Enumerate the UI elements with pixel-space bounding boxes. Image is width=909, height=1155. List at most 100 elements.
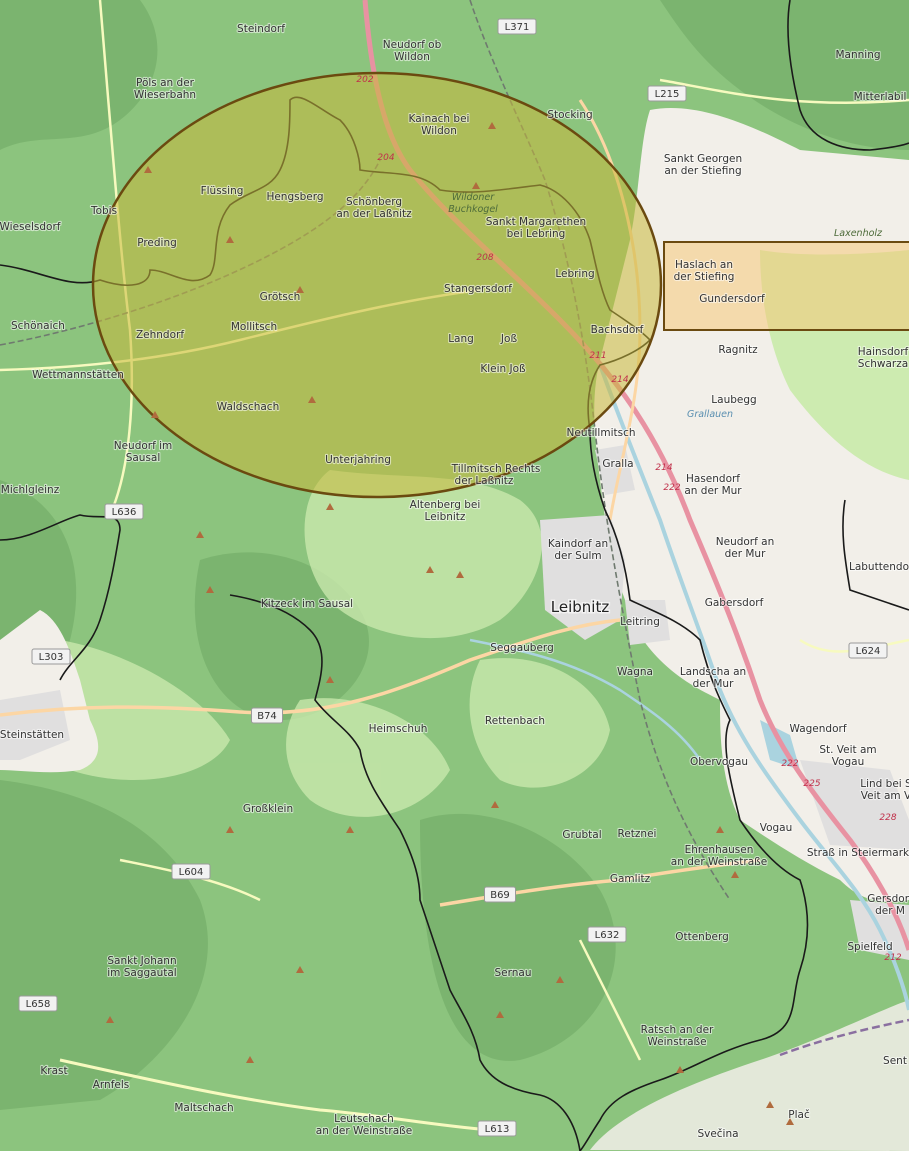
road-shield-label: L613 xyxy=(485,1124,510,1135)
border-e xyxy=(842,499,909,611)
place-label: Bachsdorf xyxy=(591,324,644,336)
place-label: Wagendorf xyxy=(789,723,846,735)
place-label: der M xyxy=(875,905,905,917)
place-label: Tillmitsch Rechts xyxy=(451,463,541,475)
place-label: Wagna xyxy=(617,666,653,678)
road-shield-label: L658 xyxy=(26,999,51,1010)
sulm-river xyxy=(469,638,702,761)
place-label: Vogau xyxy=(760,822,793,834)
peak-icon xyxy=(226,826,234,833)
leibnitz-area xyxy=(540,515,625,640)
place-label: Arnfels xyxy=(93,1079,130,1091)
place-label: Weinstraße xyxy=(647,1036,706,1048)
road-shield-label: L632 xyxy=(595,930,620,941)
motorway-ref: 225 xyxy=(803,779,820,789)
place-label: Wieselsdorf xyxy=(0,221,61,233)
place-label: Ottenberg xyxy=(675,931,729,943)
place-label: Leitring xyxy=(620,616,660,628)
road-shield: L658 xyxy=(18,995,58,1012)
place-label: Sankt Margarethen xyxy=(486,216,586,228)
place-label: Klein Joß xyxy=(480,363,526,375)
place-label: Neutillmitsch xyxy=(567,427,636,439)
place-label: Sankt Georgen xyxy=(664,153,742,165)
place-label: Leutschach xyxy=(334,1113,394,1125)
place-label: Kainach bei xyxy=(409,113,470,125)
peak-icon xyxy=(326,676,334,683)
place-label: Lang xyxy=(448,333,474,345)
peak-icon xyxy=(346,826,354,833)
place-label: Wieserbahn xyxy=(134,89,196,101)
nature-label: Wildoner xyxy=(452,192,495,203)
place-label: im Saggautal xyxy=(107,967,176,979)
motorway-ref: 212 xyxy=(884,953,901,963)
peak-icon xyxy=(556,976,564,983)
peak-icon xyxy=(456,571,464,578)
highlight-rectangle[interactable] xyxy=(663,241,909,331)
road-shield: B74 xyxy=(251,707,283,724)
motorway-ref: 202 xyxy=(356,75,373,85)
forest-patch xyxy=(0,0,158,150)
place-label: Maltschach xyxy=(174,1102,233,1114)
place-label: Michlgleinz xyxy=(1,484,60,496)
place-label: Steinstätten xyxy=(0,729,64,741)
municipality-border xyxy=(229,594,581,1152)
peak-icon xyxy=(426,566,434,573)
road-shield: L624 xyxy=(848,642,888,659)
nature-label: Grallauen xyxy=(687,409,733,420)
peak-icon xyxy=(786,1118,794,1125)
forest-patch xyxy=(0,780,208,1110)
place-label: Retznei xyxy=(618,828,657,840)
place-label: Hengsberg xyxy=(266,191,323,203)
place-label: Ratsch an der xyxy=(641,1024,714,1036)
peak-icon xyxy=(326,503,334,510)
national-border xyxy=(779,1018,909,1057)
road-shield: L604 xyxy=(171,863,211,880)
place-label: Grubtal xyxy=(562,829,601,841)
peak-icon xyxy=(488,122,496,129)
road-shield-box xyxy=(484,886,516,903)
highlight-ellipse[interactable] xyxy=(91,71,663,499)
place-label: Gabersdorf xyxy=(705,597,764,609)
gralla-area xyxy=(595,445,635,495)
place-label: Leibnitz xyxy=(425,511,466,523)
place-label: der Mur xyxy=(725,548,766,560)
place-label: Lind bei S xyxy=(860,778,909,790)
place-label: Svečina xyxy=(697,1128,738,1140)
place-label: Unterjahring xyxy=(325,454,391,466)
place-label: Joß xyxy=(500,333,518,345)
road-shield-box xyxy=(18,995,58,1012)
place-label: Heimschuh xyxy=(369,723,428,735)
leitring-area xyxy=(625,600,670,645)
place-label: an der Weinstraße xyxy=(316,1125,412,1137)
place-label: Schwarza xyxy=(858,358,908,370)
strass-area xyxy=(800,760,909,850)
peak-icon xyxy=(226,236,234,243)
place-label: an der Stiefing xyxy=(664,165,741,177)
place-label: Manning xyxy=(835,49,880,61)
place-label: an der Laßnitz xyxy=(336,208,412,220)
place-label: der Mur xyxy=(693,678,734,690)
place-label: Gundersdorf xyxy=(699,293,765,305)
place-label: Stocking xyxy=(547,109,592,121)
motorway-ref: 208 xyxy=(476,253,493,263)
place-label: Wettmannstätten xyxy=(32,369,124,381)
road-shield-box xyxy=(477,1120,517,1137)
motorway-ref: 222 xyxy=(663,483,680,493)
place-label: Schönberg xyxy=(346,196,402,208)
motorway-ref: 228 xyxy=(879,813,896,823)
road-shield-label: B74 xyxy=(257,711,277,722)
peak-icon xyxy=(246,1056,254,1063)
peak-icon xyxy=(716,826,724,833)
road-shield: L215 xyxy=(647,85,687,102)
peak-icon xyxy=(151,411,159,418)
road-shield-box xyxy=(587,926,627,943)
road-shield: L371 xyxy=(497,18,537,35)
place-label: Vogau xyxy=(832,756,865,768)
place-label: Sankt Johann xyxy=(107,955,176,967)
place-label: Sausal xyxy=(126,452,161,464)
place-label: St. Veit am xyxy=(819,744,876,756)
place-label: Tobis xyxy=(90,205,117,217)
road-shield-box xyxy=(104,503,144,520)
